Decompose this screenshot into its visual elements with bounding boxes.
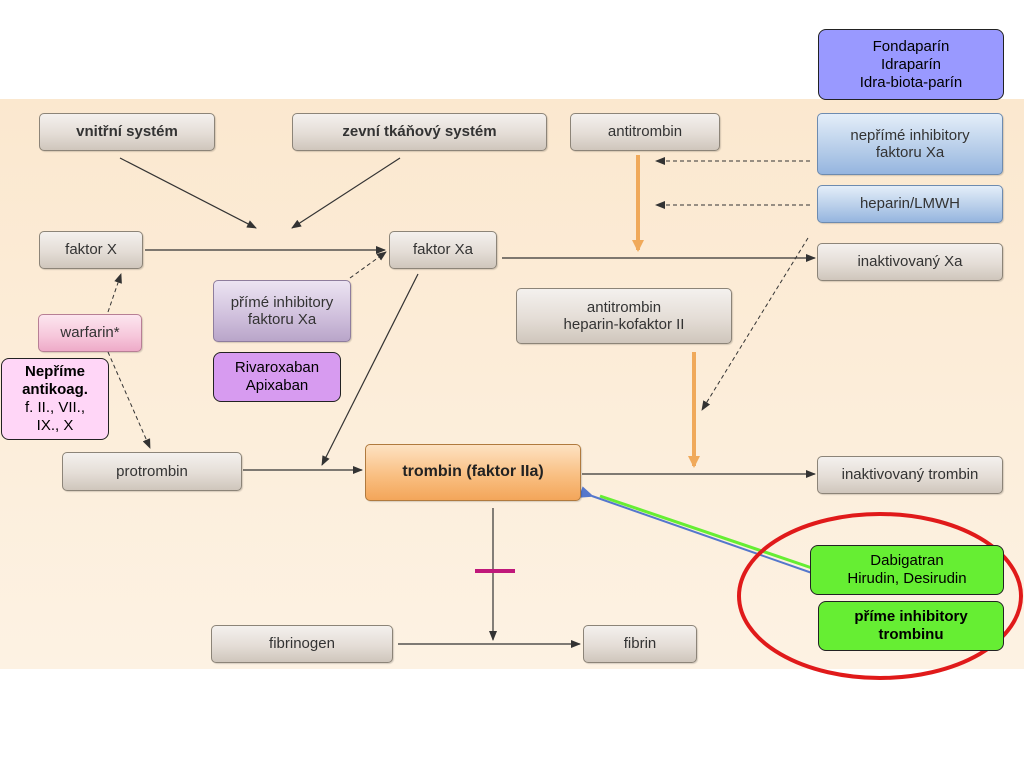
- box-antitrombin: antitrombin: [570, 113, 720, 151]
- box-zevni-system: zevní tkáňový systém: [292, 113, 547, 151]
- box-trombin: trombin (faktor IIa): [365, 444, 581, 501]
- box-fibrin: fibrin: [583, 625, 697, 663]
- box-prime-inhibitory-xa: přímé inhibitory faktoru Xa: [213, 280, 351, 342]
- rivaroxaban-line1: Rivaroxaban: [234, 359, 320, 376]
- arrow-xa-to-trombin: [321, 273, 419, 466]
- box-faktor-xa: faktor Xa: [389, 231, 497, 269]
- dashed-heparin-to-kofaktor: [701, 237, 809, 411]
- box-heparin-lmwh: heparin/LMWH: [817, 185, 1003, 223]
- highlight-ellipse: [737, 512, 1023, 680]
- neprime-antikoag-line1: Nepříme: [24, 363, 86, 380]
- neprime-antikoag-line3: f. II., VII.,: [24, 399, 85, 416]
- prime-inhibitory-trombinu-line1: příme inhibitory: [854, 608, 968, 625]
- box-vnitrni-system: vnitřní systém: [39, 113, 215, 151]
- tag-neprime-antikoag: Nepříme antikoag. f. II., VII., IX., X: [1, 358, 109, 440]
- arrow-zevni-to-xa: [291, 157, 401, 229]
- neprime-antikoag-line2: antikoag.: [22, 381, 88, 398]
- box-antitrombin-kofaktor: antitrombin heparin-kofaktor II: [516, 288, 732, 344]
- box-fibrinogen: fibrinogen: [211, 625, 393, 663]
- dabigatran-line1: Dabigatran: [870, 552, 944, 569]
- box-faktor-x: faktor X: [39, 231, 143, 269]
- antitrombin-kofaktor-line2: heparin-kofaktor II: [563, 316, 685, 333]
- prime-inhibitory-trombinu-line2: trombinu: [878, 626, 944, 643]
- arrow-vnitrni-to-xa: [119, 157, 257, 229]
- blue-arrow-dabigatran: [578, 486, 813, 574]
- tag-fondaparin: Fondaparín Idraparín Idra-biota-parín: [818, 29, 1004, 100]
- box-warfarin: warfarin*: [38, 314, 142, 352]
- fondaparin-line3: Idra-biota-parín: [859, 73, 963, 91]
- green-arrow-dabigatran: [599, 494, 813, 570]
- fondaparin-line1: Fondaparín: [872, 37, 950, 55]
- dashed-prime-to-xa: [349, 251, 387, 279]
- tag-prime-inhibitory-trombinu: příme inhibitory trombinu: [818, 601, 1004, 651]
- dabigatran-line2: Hirudin, Desirudin: [847, 570, 967, 587]
- tag-rivaroxaban: Rivaroxaban Apixaban: [213, 352, 341, 402]
- neprime-antikoag-line4: IX., X: [36, 417, 74, 434]
- box-protrombin: protrombin: [62, 452, 242, 491]
- box-inaktivovany-trombin: inaktivovaný trombin: [817, 456, 1003, 494]
- antitrombin-kofaktor-line1: antitrombin: [586, 298, 662, 316]
- fondaparin-line2: Idraparín: [880, 55, 942, 73]
- dashed-warfarin-to-protrombin: [107, 351, 151, 449]
- box-inaktivovany-xa: inaktivovaný Xa: [817, 243, 1003, 281]
- prime-inhibitory-xa-label: přímé inhibitory faktoru Xa: [230, 293, 334, 328]
- neprime-inhibitory-label: nepřímé inhibitory faktoru Xa: [850, 126, 970, 161]
- rivaroxaban-line2: Apixaban: [245, 377, 309, 394]
- box-neprime-inhibitory-xa: nepřímé inhibitory faktoru Xa: [817, 113, 1003, 175]
- dashed-warfarin-to-x: [107, 273, 122, 313]
- tag-dabigatran: Dabigatran Hirudin, Desirudin: [810, 545, 1004, 595]
